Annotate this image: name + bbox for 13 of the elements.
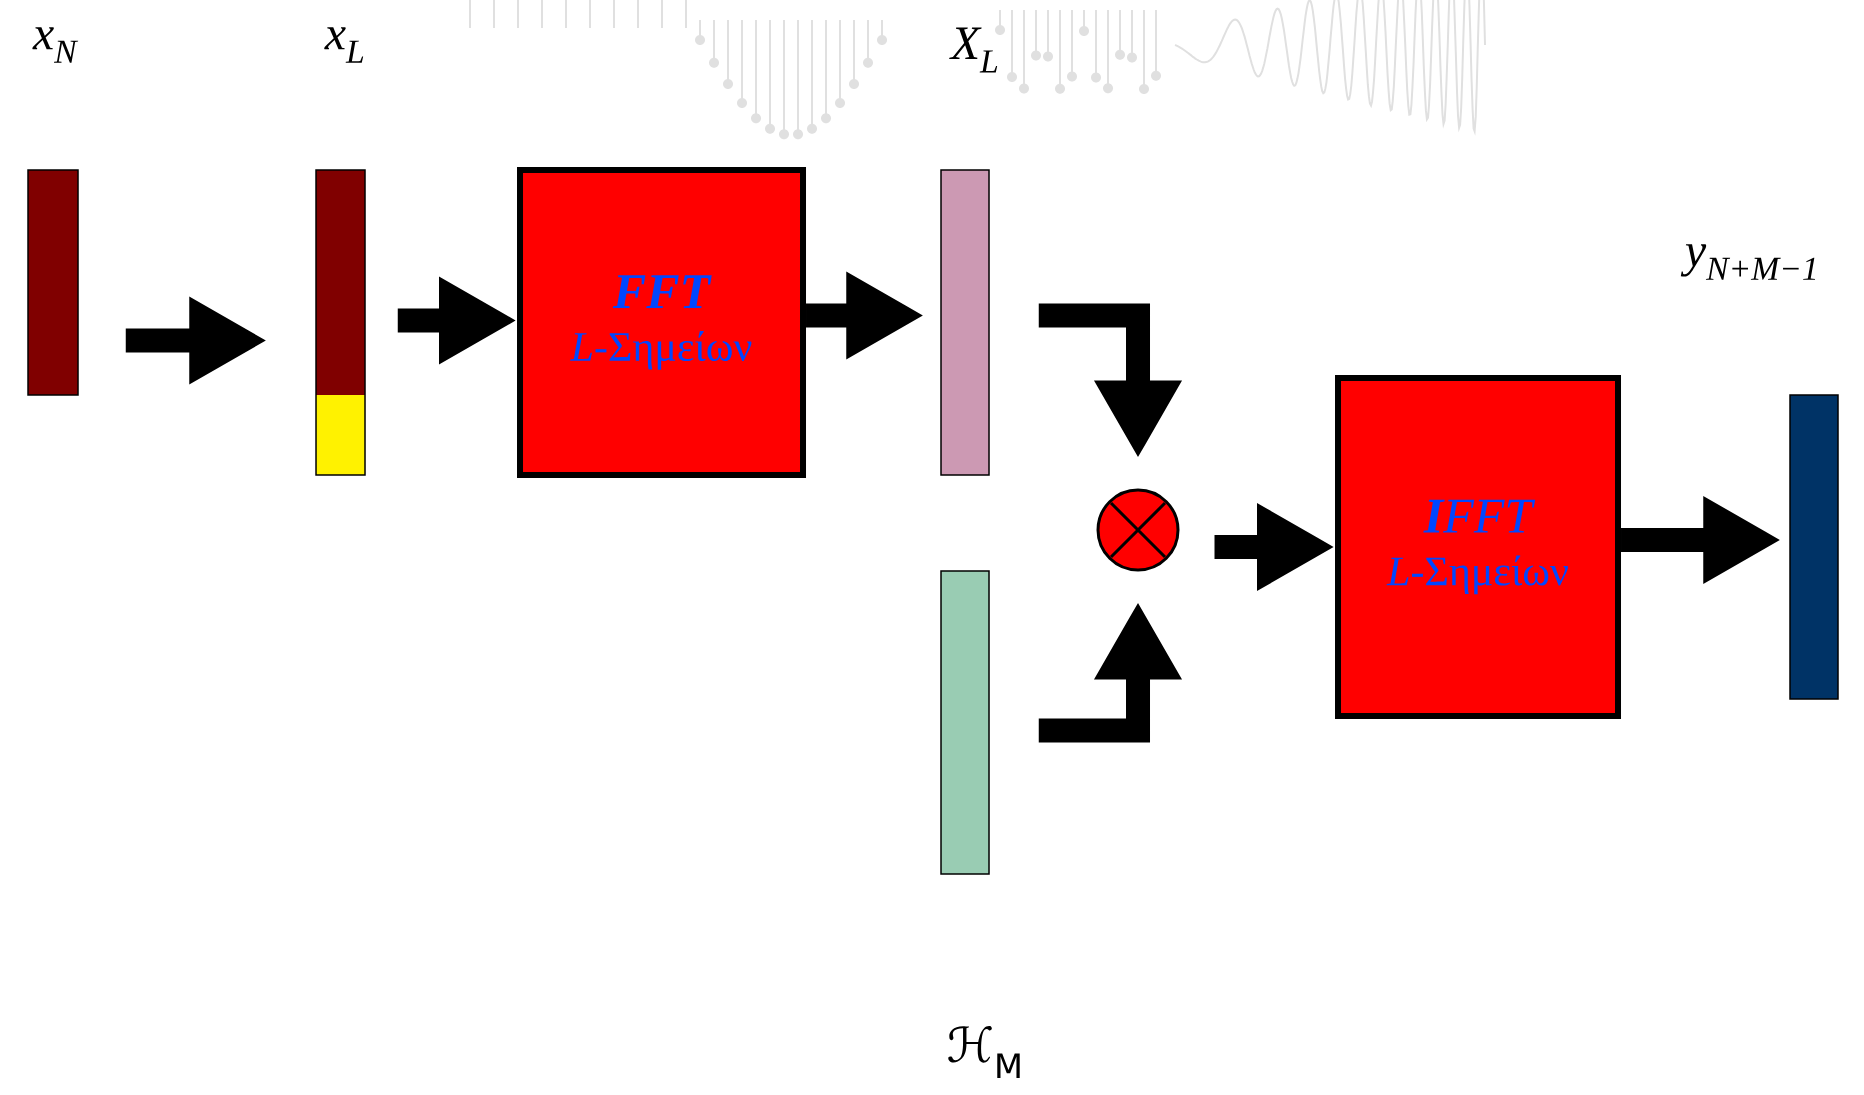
math-label: y$_{N+M−1}$ (1680, 244, 1816, 280)
multiply-circle (1096, 488, 1180, 572)
math-label: x$_{N}$ (32, 27, 79, 63)
process-box: IFFT L-Σημείων (1335, 375, 1621, 719)
vector-bar (940, 169, 990, 476)
math-label: x$_{L}$ (324, 27, 364, 63)
math-label: ℋ$_{M}$ (948, 1026, 1020, 1078)
vector-bar (940, 570, 990, 875)
vector-bar (27, 169, 79, 396)
process-box: FFT L-Σημείων (517, 167, 806, 478)
math-label: X$_{L}$ (949, 27, 998, 73)
vector-bar (1789, 394, 1839, 700)
vector-bar (315, 169, 366, 476)
